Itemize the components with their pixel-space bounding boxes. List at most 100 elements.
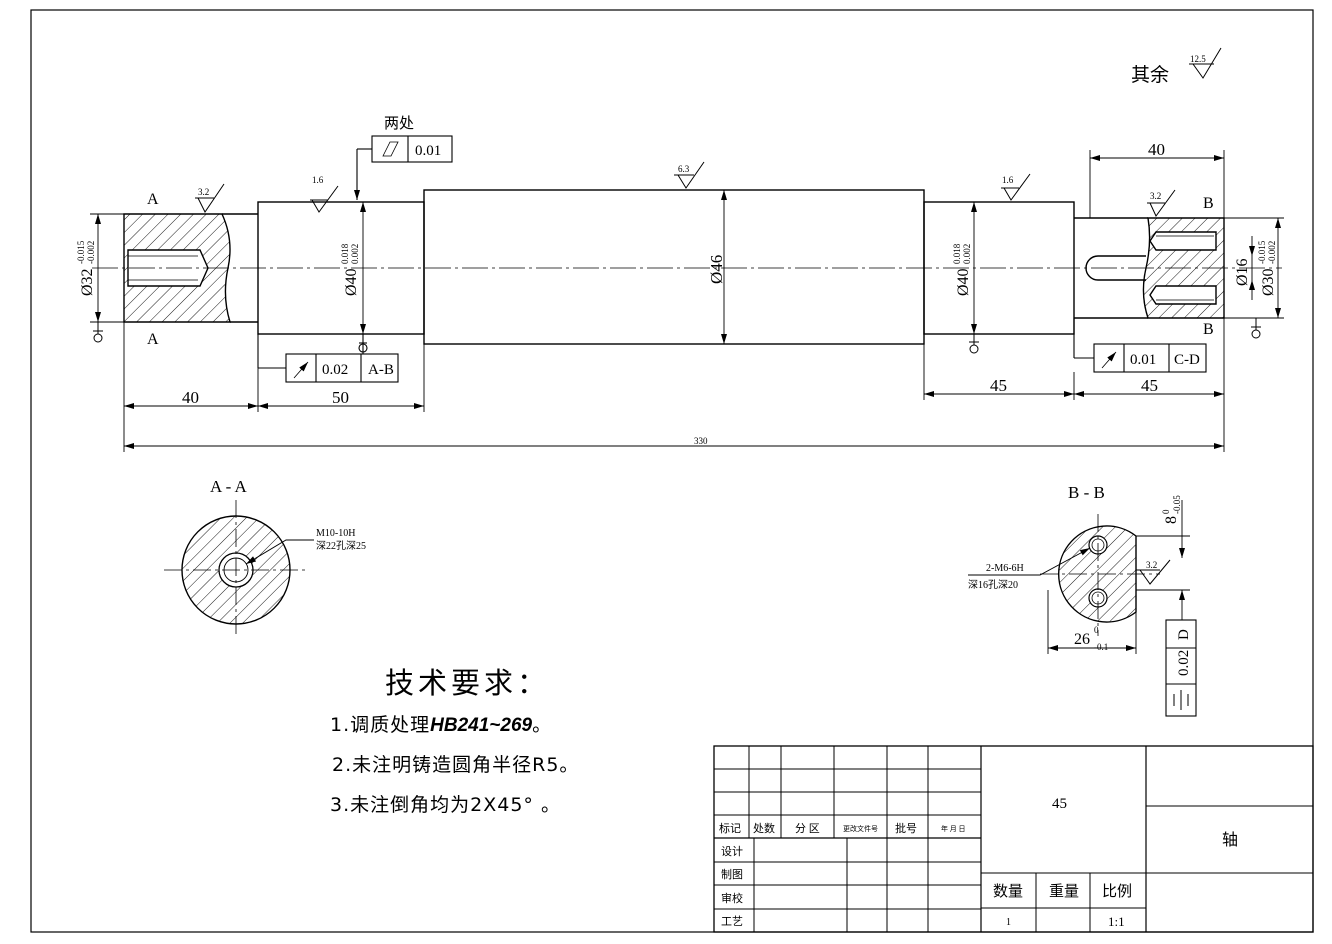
tolerance-frame-right: [1073, 318, 1207, 373]
section-aa-title: A - A: [210, 477, 248, 496]
tolerance-top-label: 两处: [384, 115, 414, 132]
title-block: [713, 745, 1314, 933]
tb-header-count: 处数: [753, 822, 775, 835]
requirement-1-hardness: HB241~269: [430, 715, 533, 736]
dia-keyway-nominal: Ø16: [1234, 258, 1251, 286]
requirement-1-suffix: 。: [532, 714, 553, 736]
tb-scale: 1:1: [1108, 914, 1125, 929]
section-aa-thread: M10-10H: [316, 528, 355, 539]
roughness-keyway: 3.2: [1146, 560, 1157, 570]
dia-right-end-upper: -0.015: [1257, 240, 1267, 264]
section-mark-a-top: A: [147, 191, 159, 208]
dia-left-end-lower: -0.002: [86, 241, 96, 264]
dia-left-journal-nominal: Ø40: [343, 268, 360, 296]
tb-header-date: 年 月 日: [941, 824, 966, 833]
tb-role-draw: 制图: [721, 868, 743, 881]
tb-quantity: 1: [1006, 917, 1011, 928]
dia-right-end-nominal: Ø30: [1260, 268, 1277, 296]
datum-symbols: [93, 318, 1261, 354]
diameter-right-journal-label: Ø40 0.018 0.002: [952, 243, 972, 296]
len-total: 330: [694, 436, 708, 446]
diameter-right-end-label: Ø30 -0.015 -0.002: [1257, 240, 1277, 296]
section-bb-title: B - B: [1068, 483, 1105, 502]
len-right-journal: 45: [990, 376, 1007, 395]
dia-left-journal-upper: 0.018: [340, 243, 350, 264]
length-dimensions: [123, 150, 1225, 452]
dia-left-end-upper: -0.015: [76, 240, 86, 264]
requirement-1-prefix: 1.调质处理: [330, 714, 431, 736]
section-bb-key: 8: [1163, 516, 1180, 524]
diameter-left-journal-label: Ø40 0.018 0.002: [340, 243, 360, 296]
tb-role-process: 工艺: [721, 915, 743, 928]
tolerance-right-value: 0.01: [1130, 352, 1156, 368]
section-aa-view: A - A M10-10H 深22孔深25: [164, 477, 366, 638]
requirements-title: 技术要求：: [385, 666, 551, 700]
tolerance-keyway-datum: D: [1176, 629, 1192, 640]
tb-header-mark: 标记: [719, 821, 741, 835]
tb-quantity-label: 数量: [993, 883, 1023, 900]
requirement-2-text: 2.未注明铸造圆角半径R5。: [332, 754, 580, 776]
section-mark-b-bottom: B: [1203, 321, 1214, 338]
tb-weight-label: 重量: [1049, 883, 1079, 900]
surface-note-value: 12.5: [1190, 54, 1206, 64]
center-body: [423, 189, 925, 345]
section-bb-thread: 2-M6-6H: [986, 563, 1024, 574]
requirement-item-1: 1.调质处理HB241~269。: [330, 710, 552, 737]
dia-right-journal-upper: 0.018: [952, 243, 962, 264]
tb-header-zone: 分 区: [795, 822, 820, 835]
tolerance-top-value: 0.01: [415, 143, 441, 159]
len-left-end: 40: [182, 388, 199, 407]
len-right-end: 45: [1141, 376, 1158, 395]
section-bb-key-upper: 0: [1161, 509, 1171, 514]
requirement-3-text: 3.未注倒角均为2X45° 。: [330, 794, 561, 816]
requirement-item-3: 3.未注倒角均为2X45° 。: [330, 790, 561, 817]
tb-header-doc: 更改文件号: [843, 824, 878, 833]
tb-header-batch: 批号: [895, 821, 917, 835]
tb-role-check: 审校: [721, 891, 743, 905]
dia-right-journal-lower: 0.002: [962, 244, 972, 264]
roughness-right-journal: 1.6: [1002, 175, 1014, 185]
section-bb-width: 26: [1074, 631, 1090, 648]
tolerance-keyway-value: 0.02: [1176, 650, 1192, 676]
roughness-right-end: 3.2: [1150, 191, 1161, 201]
section-bb-depth: 深16孔深20: [968, 579, 1018, 591]
len-right-top: 40: [1148, 140, 1165, 159]
surface-note-label: 其余: [1131, 64, 1169, 86]
section-bb-key-lower: -0.05: [1172, 495, 1182, 514]
diameter-center-label: Ø46: [707, 255, 726, 284]
tolerance-right-datum: C-D: [1174, 352, 1200, 368]
roughness-left-end: 3.2: [198, 187, 209, 197]
dia-right-end-lower: -0.002: [1267, 241, 1277, 264]
diameter-dimensions: [90, 190, 1284, 344]
roughness-left-journal: 1.6: [312, 175, 324, 185]
diameter-keyway-label: Ø16: [1234, 258, 1251, 286]
dia-center-nominal: Ø46: [707, 255, 726, 284]
tb-scale-label: 比例: [1102, 883, 1132, 900]
dia-left-end-nominal: Ø32: [79, 268, 96, 296]
drawing-border: [30, 9, 1314, 933]
tolerance-frame-top: [354, 135, 453, 200]
section-mark-b-top: B: [1203, 195, 1214, 212]
section-bb-width-lower: -0.1: [1094, 642, 1108, 652]
section-mark-a-bottom: A: [147, 331, 159, 348]
section-marks: A A B B: [147, 191, 1214, 348]
roughness-center: 6.3: [678, 164, 690, 174]
tolerance-left-datum: A-B: [368, 362, 394, 378]
tolerance-left-value: 0.02: [322, 362, 348, 378]
diameter-left-end-label: Ø32 -0.015 -0.002: [76, 240, 96, 296]
tb-material: 45: [1052, 796, 1067, 812]
section-bb-view: B - B 2-M6-6H 深16孔深20 26 0 -0.1 8 0 -0.0…: [968, 483, 1197, 717]
dia-right-journal-nominal: Ø40: [955, 268, 972, 296]
roughness-symbols: [195, 161, 1176, 217]
len-left-journal: 50: [332, 388, 349, 407]
tb-part-name: 轴: [1222, 831, 1238, 849]
shaft-main-view: [92, 189, 1282, 345]
tb-role-design: 设计: [721, 845, 743, 858]
dia-left-journal-lower: 0.002: [350, 244, 360, 264]
requirement-item-2: 2.未注明铸造圆角半径R5。: [332, 750, 579, 777]
section-bb-width-upper: 0: [1094, 625, 1099, 635]
title-block-text: 标记 处数 分 区 更改文件号 批号 年 月 日 设计 制图 审校 工艺 45 …: [719, 796, 1238, 929]
general-roughness-note: 其余 12.5: [1131, 47, 1222, 86]
section-aa-depth: 深22孔深25: [316, 540, 366, 552]
